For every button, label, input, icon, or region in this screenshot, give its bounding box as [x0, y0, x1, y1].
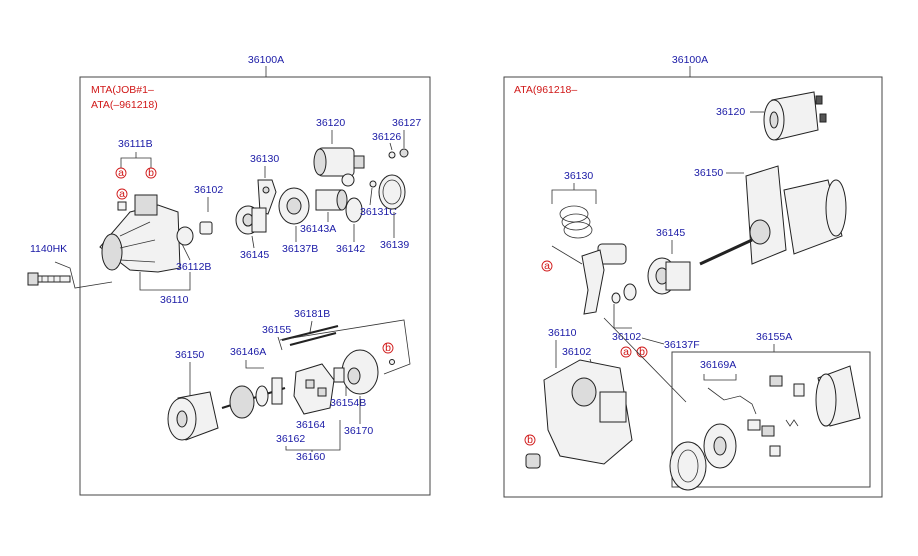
brush-plate-right — [669, 423, 737, 491]
left-variant-label-2: ATA(–961218) — [91, 99, 158, 111]
label-36102-left[interactable]: 36102 — [194, 184, 223, 196]
springs-36130 — [559, 205, 593, 239]
label-36112B[interactable]: 36112B — [176, 261, 211, 273]
label-36102-right-lower[interactable]: 36102 — [562, 346, 591, 358]
label-36150-right[interactable]: 36150 — [694, 167, 723, 179]
label-36143A[interactable]: 36143A — [300, 223, 336, 235]
label-36154B[interactable]: 36154B — [330, 397, 366, 409]
callout-b-right-1: b — [639, 346, 645, 358]
label-1140HK[interactable]: 1140HK — [30, 243, 67, 255]
callout-a-left-1: a — [118, 167, 124, 179]
right-panel-frame — [503, 76, 883, 498]
bushing-36102 — [199, 221, 213, 235]
gear-36137B — [278, 187, 310, 225]
callout-a-right-1: a — [544, 260, 550, 272]
left-panel: 36100A MTA(JOB#1– ATA(–961218) 1140HK 36… — [27, 54, 431, 496]
label-36155A[interactable]: 36155A — [756, 331, 792, 343]
label-36126[interactable]: 36126 — [372, 131, 401, 143]
housing-36110-right — [543, 359, 633, 465]
left-assembly-label[interactable]: 36100A — [248, 54, 284, 66]
solenoid-36120-left — [313, 147, 365, 177]
label-36139[interactable]: 36139 — [380, 239, 409, 251]
label-36181B[interactable]: 36181B — [294, 308, 330, 320]
label-36164[interactable]: 36164 — [296, 419, 325, 431]
bolt-1140HK — [27, 272, 71, 286]
label-36160[interactable]: 36160 — [296, 451, 325, 463]
brush-parts-36169A — [707, 375, 805, 457]
brush-holder-36160 — [271, 363, 335, 415]
label-36110-right[interactable]: 36110 — [548, 327, 577, 339]
pinion-36145-right — [647, 257, 691, 295]
label-36137F[interactable]: 36137F — [664, 339, 700, 351]
label-36170[interactable]: 36170 — [344, 425, 373, 437]
label-36120-right[interactable]: 36120 — [716, 106, 745, 118]
right-variant-label: ATA(961218– — [514, 84, 577, 96]
callout-b-left-2: b — [385, 342, 391, 354]
drive-housing-36110 — [99, 194, 194, 273]
label-36130-left[interactable]: 36130 — [250, 153, 279, 165]
callout-a-right-2: a — [623, 346, 629, 358]
label-36155-left[interactable]: 36155 — [262, 324, 291, 336]
end-cover-right — [815, 365, 861, 427]
callout-b-right-2: b — [527, 434, 533, 446]
clutch-36143A — [315, 189, 348, 211]
right-panel: 36100A ATA(961218– 36120 36150 36130 — [503, 54, 883, 498]
label-36120-left[interactable]: 36120 — [316, 117, 345, 129]
brush-group-box — [671, 351, 871, 488]
label-36131C[interactable]: 36131C — [360, 206, 397, 218]
callout-a-left-2: a — [119, 188, 125, 200]
right-assembly-label[interactable]: 36100A — [672, 54, 708, 66]
pinion-36145-left — [235, 205, 267, 235]
label-36142[interactable]: 36142 — [336, 243, 365, 255]
bushing-right — [525, 453, 541, 469]
gear-36142 — [341, 173, 363, 223]
label-36111B[interactable]: 36111B — [118, 138, 153, 150]
end-cover-36170 — [333, 349, 379, 395]
label-36110[interactable]: 36110 — [160, 294, 189, 306]
motor-36150-right — [699, 165, 847, 266]
label-36146A[interactable]: 36146A — [230, 346, 266, 358]
through-bolt-36181B — [281, 325, 339, 346]
label-36145-left[interactable]: 36145 — [240, 249, 269, 261]
label-36137B[interactable]: 36137B — [282, 243, 318, 255]
label-36127[interactable]: 36127 — [392, 117, 421, 129]
label-36130-right[interactable]: 36130 — [564, 170, 593, 182]
yoke-36150-left — [167, 391, 219, 441]
label-36169A[interactable]: 36169A — [700, 359, 736, 371]
left-variant-label-1: MTA(JOB#1– — [91, 84, 154, 96]
left-panel-frame — [79, 76, 431, 496]
lever-36130 — [257, 179, 277, 215]
washer-36102-right — [611, 283, 637, 304]
label-36145-right[interactable]: 36145 — [656, 227, 685, 239]
callout-b-left-1: b — [148, 167, 154, 179]
solenoid-36120-right — [763, 91, 827, 141]
lever-36130-right — [581, 243, 627, 315]
label-36162[interactable]: 36162 — [276, 433, 305, 445]
cover-36139 — [378, 174, 406, 210]
label-36150-left[interactable]: 36150 — [175, 349, 204, 361]
